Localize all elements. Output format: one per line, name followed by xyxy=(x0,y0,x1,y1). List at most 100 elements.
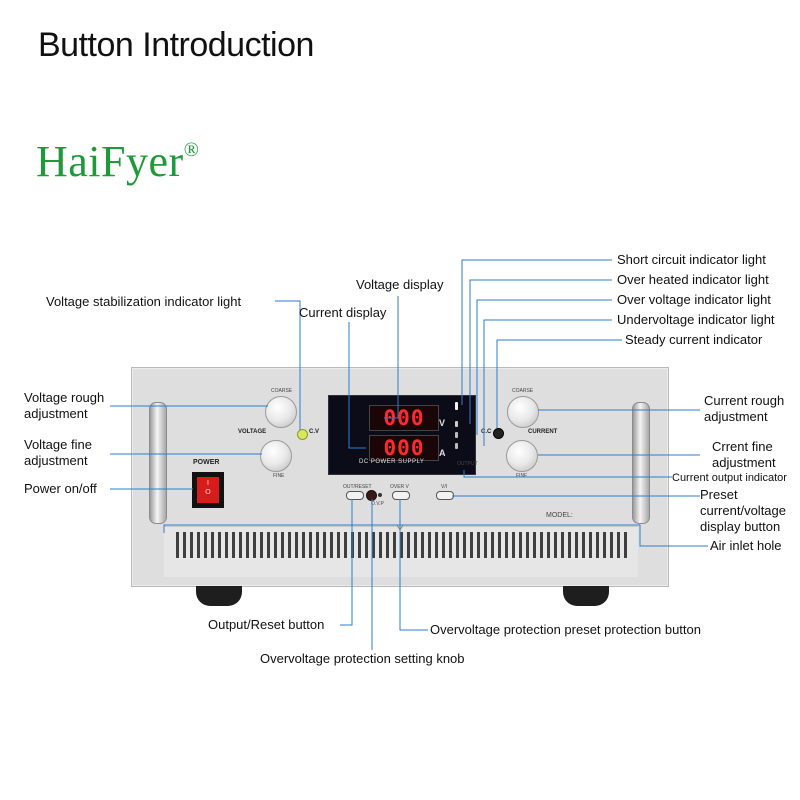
vent-slot xyxy=(596,532,599,558)
voltage-rough-knob[interactable] xyxy=(265,396,297,428)
brand-logo: HaiFyer® xyxy=(36,136,199,187)
label-short-circuit: Short circuit indicator light xyxy=(617,252,766,267)
vent-slot xyxy=(358,532,361,558)
vent-slot xyxy=(435,532,438,558)
vent-slot xyxy=(449,532,452,558)
vent-slot xyxy=(211,532,214,558)
label-voltage-stabilization: Voltage stabilization indicator light xyxy=(46,294,242,309)
voltage-fine-knob[interactable] xyxy=(260,440,292,472)
vent-slot xyxy=(302,532,305,558)
dc-power-supply-label: DC POWER SUPPLY xyxy=(359,459,425,465)
vent-slot xyxy=(379,532,382,558)
label-voltage-display: Voltage display xyxy=(356,277,444,292)
unit-v: V xyxy=(439,418,446,428)
vent-slot xyxy=(337,532,340,558)
vent-slot xyxy=(505,532,508,558)
vent-slot xyxy=(232,532,235,558)
vent-slot xyxy=(428,532,431,558)
vent-slot xyxy=(267,532,270,558)
vent-slot xyxy=(603,532,606,558)
vent-slot xyxy=(365,532,368,558)
label-power: Power on/off xyxy=(24,481,97,496)
vent-slot xyxy=(323,532,326,558)
right-foot xyxy=(563,586,609,606)
current-fine-label: FINE xyxy=(516,473,528,479)
ovp-dot-led xyxy=(378,493,382,497)
over-voltage-led xyxy=(455,432,458,438)
label-ovp-knob: Overvoltage protection setting knob xyxy=(260,651,465,666)
vent-slot xyxy=(547,532,550,558)
label-over-voltage: Over voltage indicator light xyxy=(617,292,771,307)
vent-slot xyxy=(512,532,515,558)
vent-slot xyxy=(344,532,347,558)
cc-label: C.C xyxy=(481,429,492,435)
label-voltage-fine: Voltage fine adjustment xyxy=(24,437,92,468)
cv-label: C.V xyxy=(309,429,320,435)
vent-slot xyxy=(540,532,543,558)
vent-slot xyxy=(519,532,522,558)
output-label: OUTPUT xyxy=(457,461,478,467)
vent-slot xyxy=(463,532,466,558)
power-label: POWER xyxy=(193,459,220,466)
vent-slot xyxy=(246,532,249,558)
vent-slot xyxy=(372,532,375,558)
short-circuit-led xyxy=(455,402,458,410)
label-voltage-rough: Voltage rough adjustment xyxy=(24,390,105,421)
undervoltage-led xyxy=(455,443,458,449)
power-on-mark: I xyxy=(207,480,209,487)
vent-slot xyxy=(316,532,319,558)
ovp-label: O.V.P xyxy=(371,501,384,507)
vent-slot xyxy=(477,532,480,558)
vent-slot xyxy=(526,532,529,558)
vent-slot xyxy=(498,532,501,558)
vent-slot xyxy=(295,532,298,558)
voltage-label: VOLTAGE xyxy=(238,429,267,435)
vent-slot xyxy=(183,532,186,558)
vent-slot xyxy=(554,532,557,558)
brand-name: HaiFyer xyxy=(36,137,184,186)
cc-led xyxy=(493,428,504,439)
over-v-label: OVER V xyxy=(390,484,409,490)
vent-slot xyxy=(421,532,424,558)
ovp-preset-button[interactable] xyxy=(392,491,410,500)
vent-slot xyxy=(617,532,620,558)
model-label: MODEL: xyxy=(546,512,573,519)
label-current-fine: Crrent fine adjustment xyxy=(712,439,776,470)
vent-slot xyxy=(456,532,459,558)
vent-slot xyxy=(253,532,256,558)
label-current-display: Current display xyxy=(299,305,387,320)
page-title: Button Introduction xyxy=(38,26,314,64)
current-display: 000 xyxy=(369,435,439,461)
vent-slot xyxy=(582,532,585,558)
label-ovp-preset: Overvoltage protection preset protection… xyxy=(430,622,701,637)
vent-slot xyxy=(225,532,228,558)
vent-slot xyxy=(176,532,179,558)
display-panel: 000 V 000 A DC POWER SUPPLY xyxy=(328,395,476,475)
vent-slot xyxy=(400,532,403,558)
vent-slot xyxy=(239,532,242,558)
left-foot xyxy=(196,586,242,606)
voltage-coarse-label: COARSE xyxy=(271,388,293,394)
right-handle xyxy=(632,402,650,524)
current-fine-knob[interactable] xyxy=(506,440,538,472)
vent-slot xyxy=(407,532,410,558)
vent-slot xyxy=(190,532,193,558)
vent-slot xyxy=(484,532,487,558)
vent-slot xyxy=(414,532,417,558)
label-current-output: Current output indicator xyxy=(672,472,787,484)
vent-slot xyxy=(204,532,207,558)
left-handle xyxy=(149,402,167,524)
power-off-mark: O xyxy=(205,489,211,496)
vent-slot xyxy=(330,532,333,558)
vent-slot xyxy=(610,532,613,558)
output-reset-button[interactable] xyxy=(346,491,364,500)
vent-slot xyxy=(491,532,494,558)
vent-slot xyxy=(393,532,396,558)
out-reset-label: OUT/RESET xyxy=(343,484,372,490)
power-switch[interactable]: I O xyxy=(197,477,219,503)
current-rough-knob[interactable] xyxy=(507,396,539,428)
vent-slot xyxy=(575,532,578,558)
label-steady-current: Steady current indicator xyxy=(625,332,763,347)
vent-slot xyxy=(533,532,536,558)
